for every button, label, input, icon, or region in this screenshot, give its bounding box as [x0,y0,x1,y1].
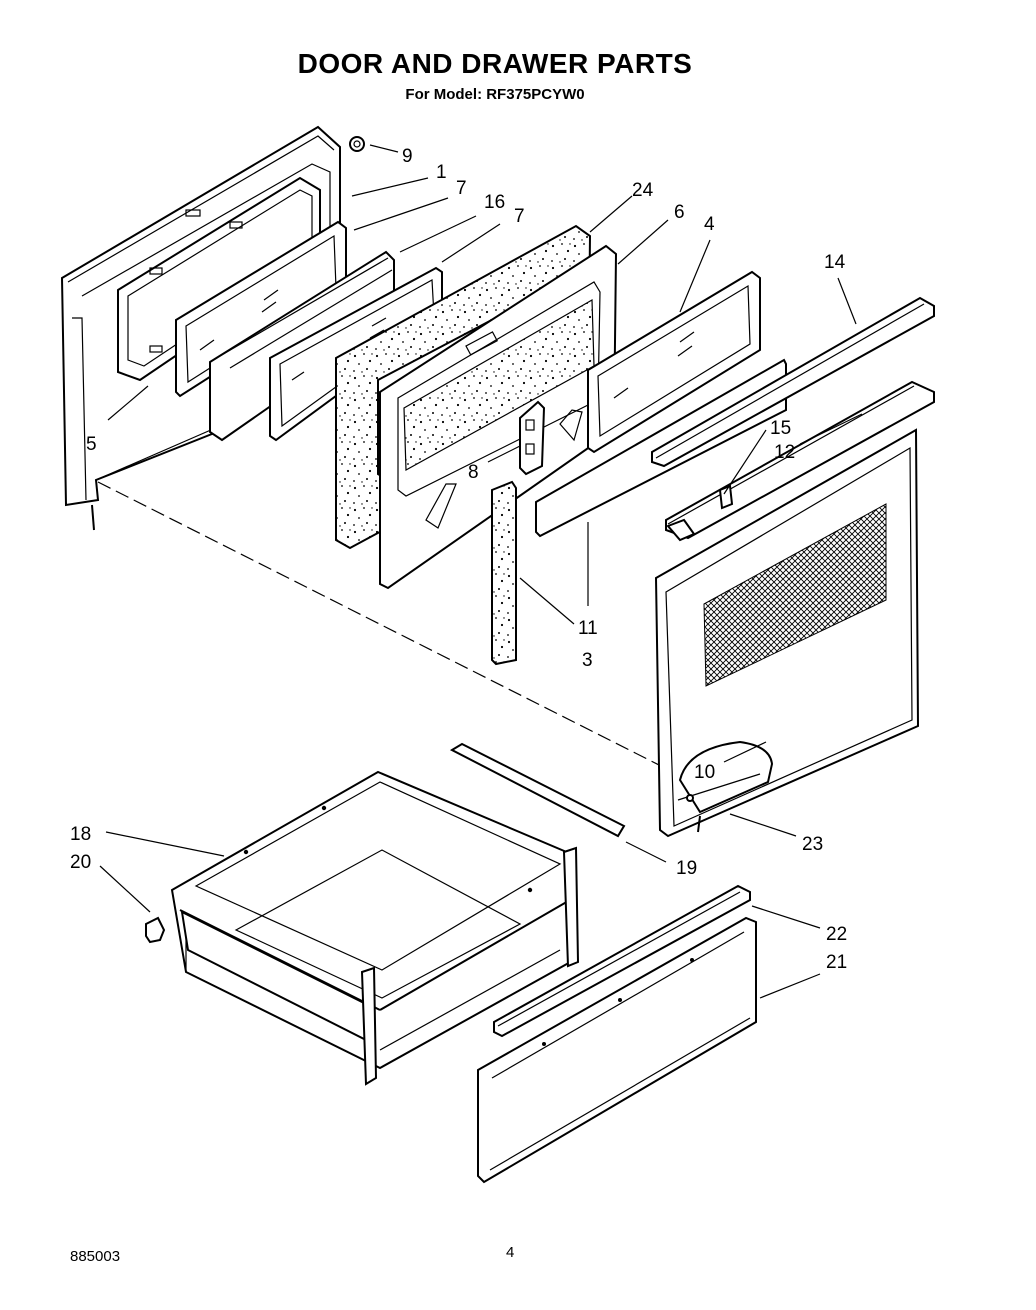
leader-lines [99,144,863,999]
callout-11: 11 [578,618,598,639]
outer-door-panel [654,428,920,838]
drawer-front-trim [493,884,751,1038]
callout-4: 4 [704,214,715,235]
drawer-body [170,770,580,1086]
callout-3: 3 [582,650,593,671]
vent-clip [718,484,734,510]
callout-15: 15 [770,418,791,439]
drawer-front-panel [477,916,757,1184]
page-title: DOOR AND DRAWER PARTS [297,48,693,79]
door-top-trim [651,296,935,468]
vent-channel [665,380,935,542]
screw-part [349,136,365,152]
callout-23: 23 [802,834,823,855]
callout-7: 7 [456,178,467,199]
side-insulation-strip [491,480,517,666]
callout-9: 9 [402,146,413,167]
callout-5: 5 [86,434,97,455]
alignment-line [97,481,666,769]
model-subtitle: For Model: RF375PCYW0 [405,86,585,103]
callout-18: 18 [70,824,91,845]
page-number: 4 [506,1244,515,1261]
callout-24: 24 [632,180,654,201]
document-code: 885003 [70,1248,121,1265]
callout-6: 6 [674,202,685,223]
window-glass [587,270,761,454]
callout-14: 14 [824,252,846,273]
drawer-rail [449,742,626,838]
callout-12: 12 [774,442,795,463]
callout-16: 16 [484,192,505,213]
inner-door-liner [379,244,618,590]
hinge-bracket [519,400,546,476]
callout-8: 8 [468,462,479,483]
callout-10: 10 [694,762,715,783]
callout-21: 21 [826,952,847,973]
callout-20: 20 [70,852,91,873]
callout-22: 22 [826,924,847,945]
callout-1: 1 [436,162,447,183]
drawer-clip [145,916,166,944]
callout-19: 19 [676,858,697,879]
callout-7b: 7 [514,206,525,227]
